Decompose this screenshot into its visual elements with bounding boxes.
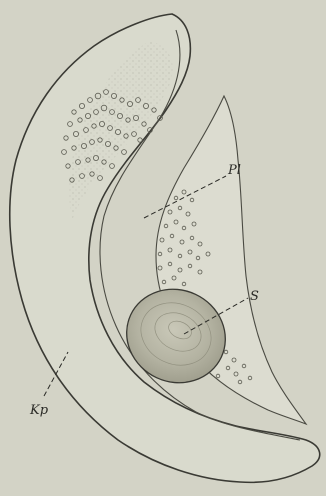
label-pl: Pl [227,163,241,178]
label-s: S [250,289,259,304]
label-kp: Kp [29,403,49,418]
